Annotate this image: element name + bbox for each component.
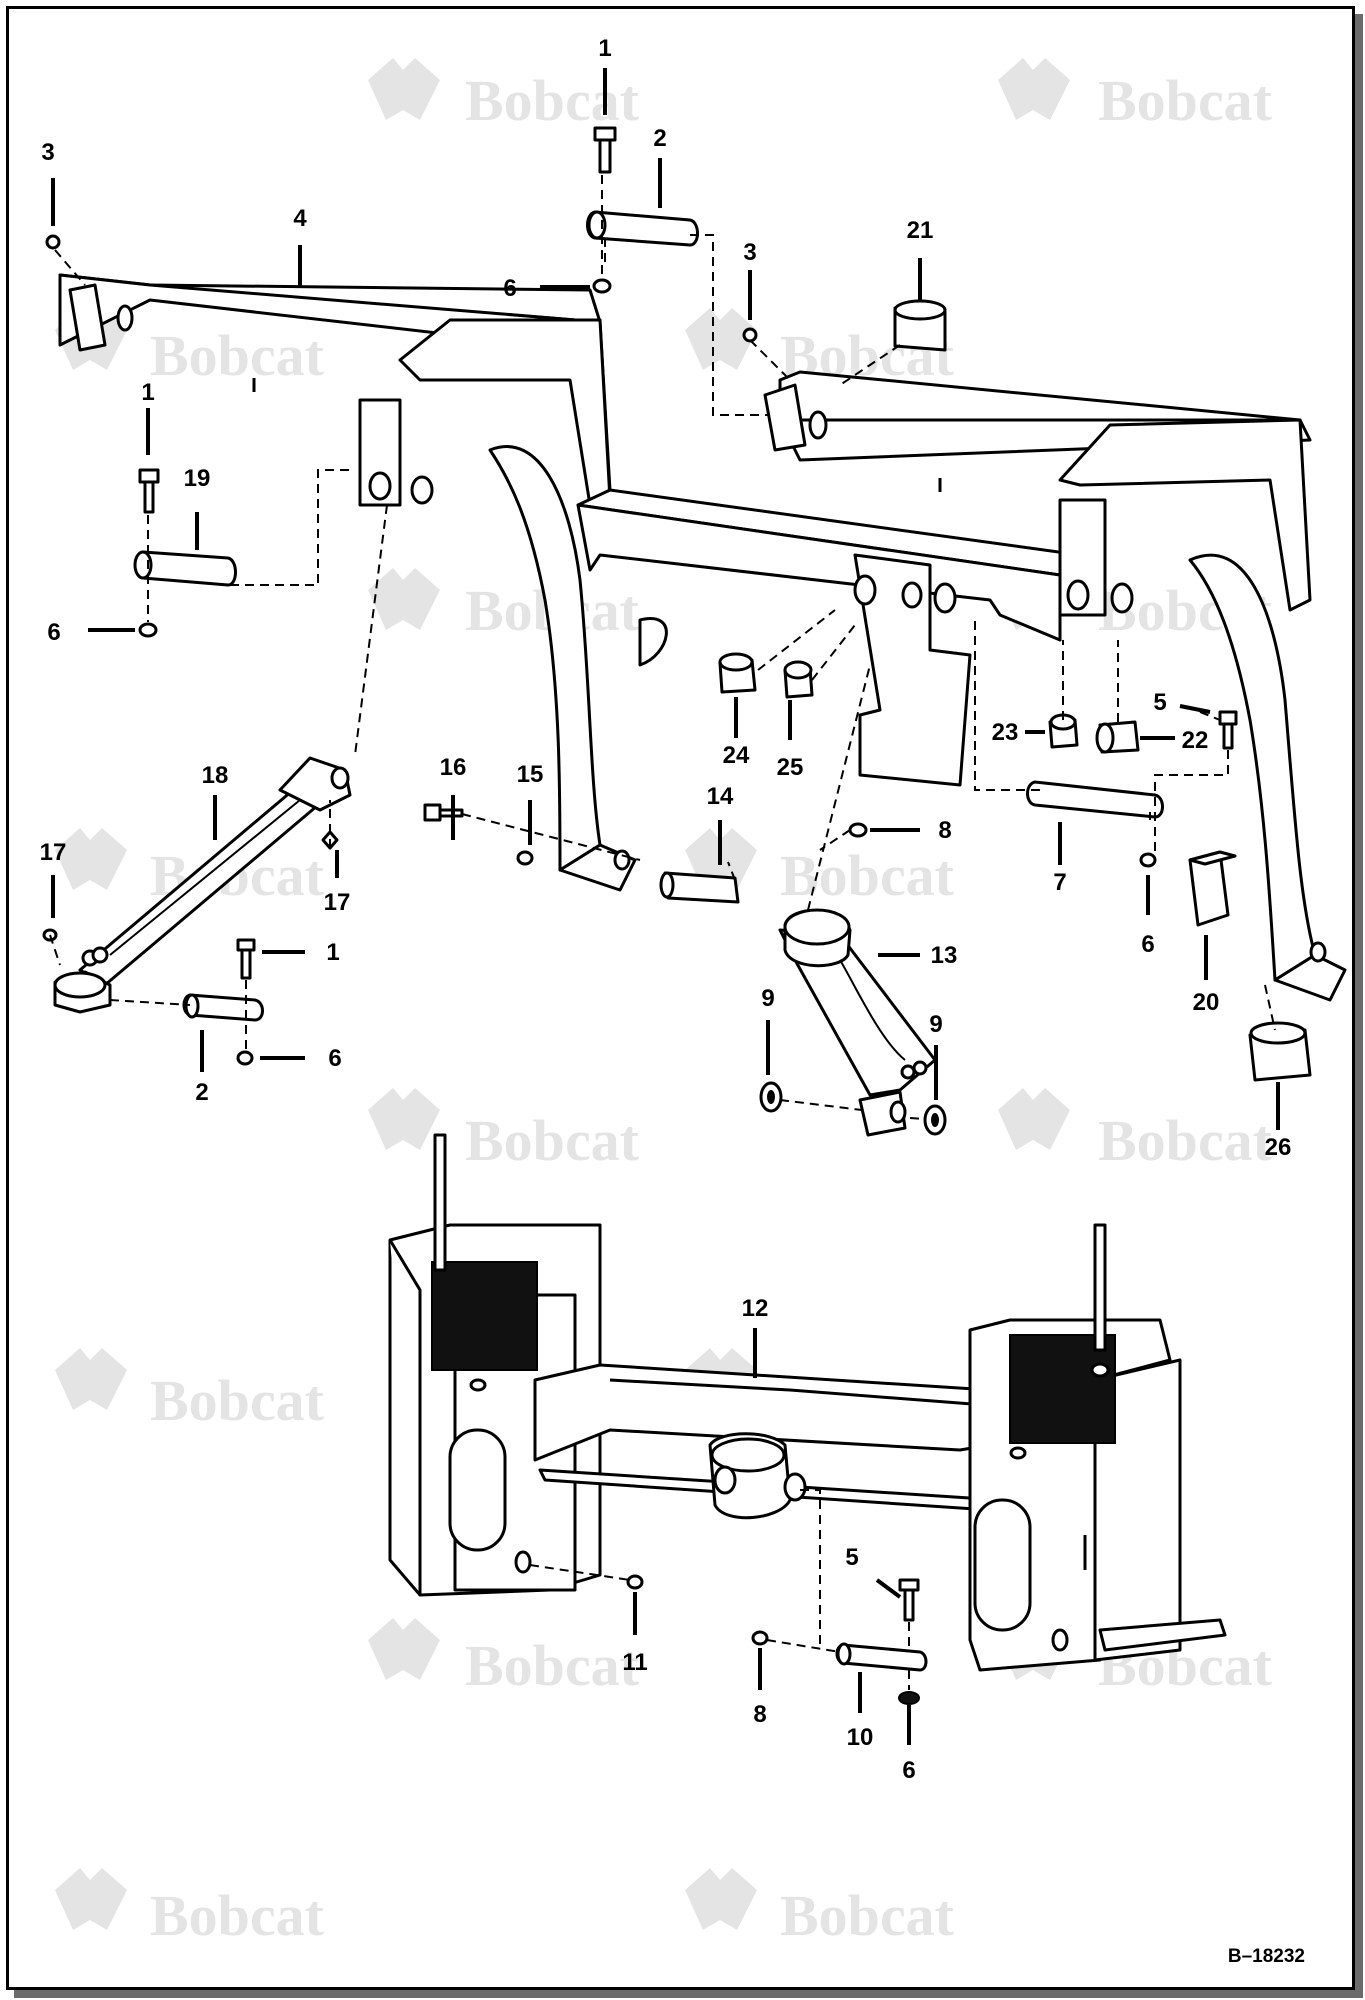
pin-part-14	[663, 871, 740, 904]
watermark-5: Bobcat	[368, 568, 640, 643]
svg-text:Bobcat: Bobcat	[465, 68, 640, 133]
callout-3-right: 3	[743, 239, 756, 266]
callout-17-right: 17	[324, 889, 351, 916]
svg-text:Bobcat: Bobcat	[465, 1108, 640, 1173]
bolt-part-16	[423, 803, 464, 822]
svg-text:Bobcat: Bobcat	[465, 1633, 640, 1698]
callout-8-upper: 8	[938, 817, 951, 844]
bolt-part-1-top	[593, 126, 617, 174]
nut-part-11	[626, 1574, 644, 1590]
callout-11: 11	[622, 1649, 647, 1676]
pin-part-7	[1026, 780, 1164, 819]
callout-2-lower: 2	[195, 1079, 208, 1106]
callout-5-upper: 5	[1153, 689, 1166, 716]
callout-6-left: 6	[47, 619, 60, 646]
leader-lines	[51, 68, 1280, 1745]
svg-text:Bobcat: Bobcat	[150, 323, 325, 388]
nut-part-6-b	[138, 622, 158, 638]
assembly-lines	[49, 175, 1276, 1690]
bolt-part-5-a	[1218, 710, 1238, 750]
callout-16: 16	[440, 754, 467, 781]
warning-decal-left	[431, 1261, 538, 1371]
watermark-13: Bobcat	[368, 1618, 640, 1698]
lock-lever-part-13	[759, 908, 947, 1137]
svg-text:Bobcat: Bobcat	[1098, 1108, 1273, 1173]
bolt-part-5-b	[898, 1578, 920, 1622]
callout-1-top: 1	[598, 35, 611, 62]
callout-4: 4	[293, 205, 307, 232]
loose-parts-upper	[45, 126, 1312, 1082]
callout-21: 21	[907, 217, 934, 244]
callout-17-left: 17	[40, 839, 67, 866]
callout-1-left: 1	[141, 379, 154, 406]
warning-decal-right	[1009, 1334, 1116, 1444]
nut-part-6-c	[1139, 852, 1157, 868]
callout-26: 26	[1265, 1134, 1292, 1161]
callout-12: 12	[742, 1295, 769, 1322]
tilt-cylinder-part-18	[53, 756, 352, 1014]
svg-text:Bobcat: Bobcat	[780, 1883, 955, 1948]
callout-5-lower: 5	[845, 1544, 858, 1571]
callout-6-bottom: 6	[902, 1757, 915, 1784]
nut-part-3-a	[45, 234, 61, 250]
callout-6-right: 6	[1141, 931, 1154, 958]
callout-labels: 1 2 3 4 6 3 21 1 19 6 24 25 5 23 22 18 1…	[40, 35, 1292, 1784]
watermark-9: Bobcat	[368, 1088, 640, 1173]
svg-text:Bobcat: Bobcat	[1098, 68, 1273, 133]
watermark-1: Bobcat	[368, 58, 640, 133]
nut-part-8-a	[848, 822, 868, 838]
svg-text:Bobcat: Bobcat	[780, 843, 955, 908]
figure-reference-code: B–18232	[1228, 1946, 1305, 1967]
washer-part-6-e	[898, 1691, 920, 1705]
callout-22: 22	[1182, 727, 1209, 754]
callout-9-right: 9	[929, 1011, 942, 1038]
callout-24: 24	[723, 742, 750, 769]
watermark-10: Bobcat	[998, 1088, 1273, 1173]
nut-part-8-b	[751, 1630, 769, 1646]
pin-part-2-lower	[182, 993, 264, 1022]
callout-3-left: 3	[41, 139, 54, 166]
callout-14: 14	[707, 783, 734, 810]
watermark-11: Bobcat	[55, 1348, 325, 1433]
quick-tach-part-12	[388, 1133, 1227, 1705]
callout-25: 25	[777, 754, 804, 781]
watermark-15: Bobcat	[55, 1868, 325, 1948]
svg-text:Bobcat: Bobcat	[150, 1883, 325, 1948]
callout-6-lower-left: 6	[328, 1045, 341, 1072]
callout-19: 19	[184, 465, 211, 492]
callout-1-lower: 1	[326, 939, 339, 966]
watermark-2: Bobcat	[998, 58, 1273, 133]
callout-20: 20	[1193, 989, 1220, 1016]
callout-18: 18	[202, 762, 229, 789]
callout-13: 13	[931, 942, 958, 969]
nut-part-6-a	[592, 278, 612, 294]
callout-6-top: 6	[503, 275, 516, 302]
svg-text:Bobcat: Bobcat	[150, 1368, 325, 1433]
callout-8-lower: 8	[753, 1701, 766, 1728]
lift-arm-frame	[58, 273, 1347, 1002]
callout-9-left: 9	[761, 985, 774, 1012]
loose-parts-middle	[42, 803, 868, 1066]
callout-15: 15	[517, 761, 544, 788]
bolt-part-1-lower	[236, 938, 256, 980]
nut-part-3-b	[742, 327, 758, 343]
nut-part-6-d	[236, 1050, 254, 1066]
callout-7: 7	[1053, 869, 1066, 896]
watermark-16: Bobcat	[685, 1868, 955, 1948]
callout-23: 23	[992, 719, 1019, 746]
callout-2-top: 2	[653, 125, 666, 152]
washer-part-15	[516, 850, 534, 866]
callout-10: 10	[847, 1724, 874, 1751]
bolt-part-1-left	[138, 468, 160, 514]
